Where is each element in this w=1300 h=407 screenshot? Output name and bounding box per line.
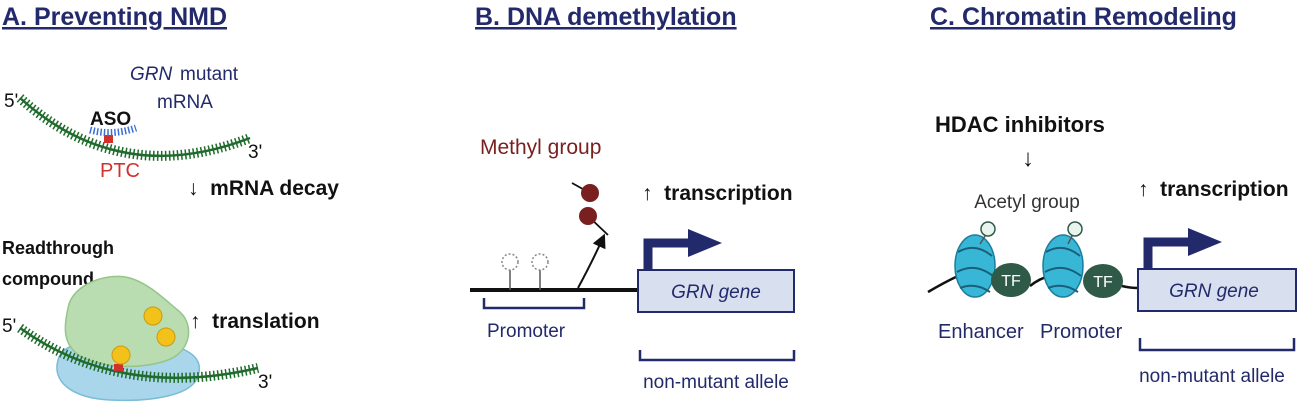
readthrough-line2: compound xyxy=(2,269,94,289)
bottom-mrna-strand xyxy=(17,323,260,383)
methyl-ball-1 xyxy=(581,184,599,202)
tf-1-label: TF xyxy=(1001,273,1021,290)
panel-b-tss-arrow xyxy=(643,238,690,270)
compound-ball-1 xyxy=(143,306,163,326)
mrna-mutant-word: mutant xyxy=(180,64,239,85)
promoter-bracket xyxy=(482,298,586,310)
panel-b-gene-box xyxy=(637,269,795,313)
compound-ball-3 xyxy=(111,345,131,365)
five-prime-top: 5' xyxy=(4,91,18,112)
ribosome-large-subunit xyxy=(64,275,190,368)
nucleosome-2-wrap xyxy=(1044,246,1082,293)
panel-c-gene-label: GRN gene xyxy=(1169,281,1259,302)
ptc-label: PTC xyxy=(100,160,140,182)
panel-b: B. DNA demethylation Methyl group ↑ tran… xyxy=(470,3,796,393)
nucleosome-1-wrap xyxy=(956,246,994,293)
bottom-ptc-site xyxy=(114,364,123,371)
three-prime-top: 3' xyxy=(248,142,262,163)
panel-c-promoter-label: Promoter xyxy=(1040,321,1123,343)
panel-c-title: C. Chromatin Remodeling xyxy=(930,3,1237,31)
ptc-site xyxy=(104,135,113,143)
mrna-word: mRNA xyxy=(157,92,213,113)
acetyl-group-label: Acetyl group xyxy=(974,192,1080,213)
ribosome xyxy=(56,275,201,402)
nucleosome-1 xyxy=(954,221,996,298)
panel-a-title: A. Preventing NMD xyxy=(2,3,227,31)
readthrough-line1: Readthrough xyxy=(2,238,114,258)
top-mrna-backbone xyxy=(19,97,251,158)
mrna-decay-label: ↓ mRNA decay xyxy=(188,177,339,200)
panel-a: A. Preventing NMD 5' 3' GRN mutant mRNA … xyxy=(2,3,339,402)
hdac-down-arrow: ↓ xyxy=(1022,145,1034,172)
mrna-gene-name: GRN xyxy=(130,64,173,85)
tf-2 xyxy=(1083,264,1123,298)
panel-b-allele-label: non-mutant allele xyxy=(643,372,789,393)
site-empty-2 xyxy=(531,253,549,271)
five-prime-bottom: 5' xyxy=(2,316,16,337)
tf-2-label: TF xyxy=(1093,274,1113,291)
top-mrna-strand xyxy=(16,94,252,161)
aso-oligo xyxy=(89,124,138,137)
panel-c-tss-arrowhead xyxy=(1188,228,1222,256)
panel-b-transcription: ↑ transcription xyxy=(642,182,793,205)
hdac-label: HDAC inhibitors xyxy=(935,112,1105,137)
tf-1 xyxy=(991,263,1031,297)
methyl-ball-2 xyxy=(579,207,597,225)
panel-c-allele-label: non-mutant allele xyxy=(1139,366,1285,387)
aso-label: ASO xyxy=(90,109,131,130)
enhancer-label: Enhancer xyxy=(938,321,1024,343)
demethylation-arrow xyxy=(577,233,606,289)
panel-b-gene-label: GRN gene xyxy=(671,282,761,303)
acetyl-stick-1 xyxy=(979,235,986,245)
panel-c-allele-bracket xyxy=(1138,338,1296,352)
acetyl-ball-2 xyxy=(1067,221,1083,237)
panel-b-title: B. DNA demethylation xyxy=(475,3,737,31)
methyl-group-label: Methyl group xyxy=(480,136,601,159)
panel-b-promoter-label: Promoter xyxy=(487,321,566,342)
panel-c-transcription: ↑ transcription xyxy=(1138,178,1289,201)
bottom-mrna-backbone xyxy=(19,326,259,380)
three-prime-bottom: 3' xyxy=(258,372,272,393)
panel-c-gene-box xyxy=(1137,268,1297,312)
panel-b-allele-bracket xyxy=(638,350,796,362)
site-empty-1 xyxy=(501,253,519,271)
nucleosome-2 xyxy=(1042,221,1084,298)
acetyl-stick-2 xyxy=(1067,235,1073,245)
compound-ball-2 xyxy=(156,327,176,347)
panel-c-tss-arrow xyxy=(1143,237,1190,269)
acetyl-ball-1 xyxy=(980,221,996,237)
panel-b-tss-arrowhead xyxy=(688,229,722,257)
translation-label: ↑ translation xyxy=(190,310,320,333)
panel-c: C. Chromatin Remodeling HDAC inhibitors … xyxy=(927,3,1297,387)
